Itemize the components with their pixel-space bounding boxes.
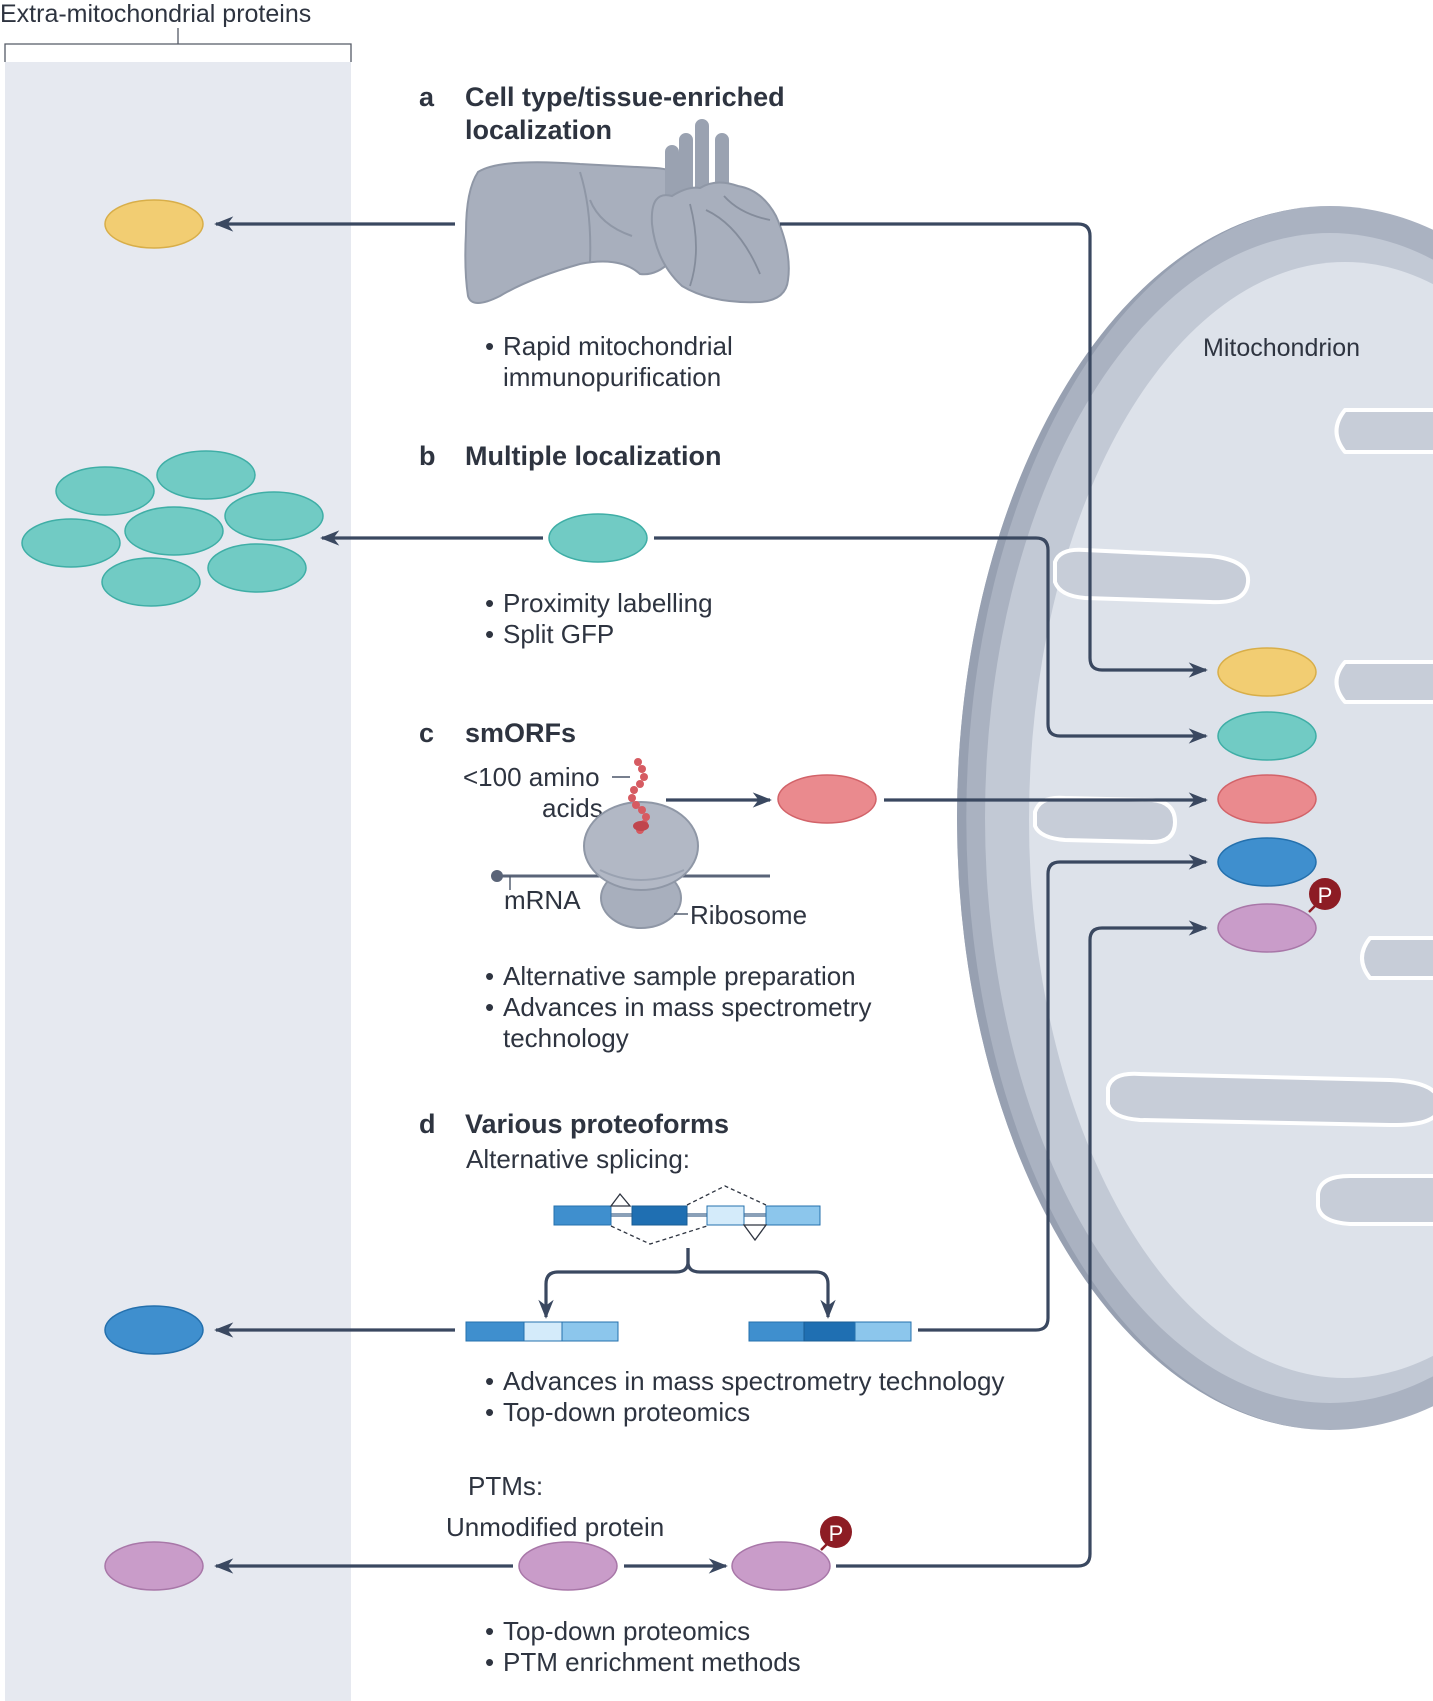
splicing-diagram (553, 1185, 821, 1245)
section-a-title-line2: localization (465, 115, 612, 145)
section-a-bullet1-line1: Rapid mitochondrial (503, 331, 733, 361)
amino-acids-label-line1: <100 amino (463, 762, 600, 792)
ribosome-label: Ribosome (690, 900, 807, 930)
section-d-bullet4-dot: • (485, 1647, 494, 1677)
phospho-ptm-label: P (829, 1521, 844, 1546)
protein-blue-extra (104, 1305, 204, 1355)
ribosome-icon (491, 801, 770, 929)
section-d-bullet4: PTM enrichment methods (503, 1647, 801, 1677)
protein-yellow-extra (104, 199, 204, 249)
section-c-title: smORFs (465, 718, 576, 748)
phospho-mito-label: P (1318, 883, 1333, 908)
ptms-label: PTMs: (468, 1471, 543, 1501)
section-c-bullet2-line2: technology (503, 1023, 629, 1053)
section-d-bullet1: Advances in mass spectrometry technology (503, 1366, 1004, 1396)
extra-mitochondrial-panel (5, 62, 351, 1701)
isoform-1 (465, 1321, 619, 1342)
section-c-bullet1: Alternative sample preparation (503, 961, 856, 991)
protein-purple-extra (104, 1541, 204, 1591)
section-b-letter: b (419, 441, 436, 471)
section-c-letter: c (419, 718, 434, 748)
panel-bracket (4, 28, 352, 62)
section-c-bullet2-dot: • (485, 992, 494, 1022)
protein-purple-mito (1217, 903, 1317, 953)
protein-blue-mito (1217, 837, 1317, 887)
section-c-bullet2-line1: Advances in mass spectrometry (503, 992, 871, 1022)
section-a-letter: a (419, 82, 435, 112)
protein-teal-cluster (21, 450, 324, 607)
section-b-title: Multiple localization (465, 441, 722, 471)
section-d-bullet1-dot: • (485, 1366, 494, 1396)
protein-purple-unmodified (518, 1541, 618, 1591)
section-b-bullet2-dot: • (485, 619, 494, 649)
heart-icon (650, 119, 790, 304)
section-d-bullet2-dot: • (485, 1397, 494, 1427)
arrow-a-to-mito (780, 222, 1208, 678)
section-a-bullet1-dot: • (485, 331, 494, 361)
mitochondrion-label: Mitochondrion (1203, 334, 1360, 362)
phospho-ptm-icon (820, 1516, 852, 1548)
section-b-bullet2: Split GFP (503, 619, 614, 649)
protein-teal-b (548, 513, 648, 563)
arrow-b-to-mito (654, 536, 1208, 744)
splicing-branch-arrows (538, 1248, 690, 1319)
section-b-bullet1-dot: • (485, 588, 494, 618)
section-c-bullet1-dot: • (485, 961, 494, 991)
protein-teal-mito (1217, 711, 1317, 761)
phospho-mito-icon (1309, 878, 1341, 910)
mrna-label: mRNA (504, 885, 581, 915)
section-d-bullet3: Top-down proteomics (503, 1616, 750, 1646)
protein-yellow-mito (1217, 647, 1317, 697)
protein-purple-modified (731, 1541, 831, 1591)
unmodified-protein-label: Unmodified protein (446, 1512, 664, 1542)
section-d-bullet2: Top-down proteomics (503, 1397, 750, 1427)
amino-acids-label-line2: acids (542, 793, 603, 823)
section-b-bullet1: Proximity labelling (503, 588, 713, 618)
protein-red-mito (1217, 774, 1317, 824)
section-a-bullet1-line2: immunopurification (503, 362, 721, 392)
isoform-2 (748, 1321, 912, 1342)
protein-red-c (777, 774, 877, 824)
arrow-isoform2-to-mito (918, 854, 1208, 1332)
arrow-ptm-to-mito (836, 920, 1208, 1568)
section-d-title: Various proteoforms (465, 1109, 729, 1139)
extra-mitochondrial-label: Extra-mitochondrial proteins (0, 0, 311, 28)
peptide-exit-site (633, 821, 649, 831)
section-d-bullet3-dot: • (485, 1616, 494, 1646)
section-d-letter: d (419, 1109, 436, 1139)
alternative-splicing-label: Alternative splicing: (466, 1144, 690, 1174)
section-a-title-line1: Cell type/tissue-enriched (465, 82, 785, 112)
mitochondrion: Mitochondrion (957, 206, 1433, 1430)
